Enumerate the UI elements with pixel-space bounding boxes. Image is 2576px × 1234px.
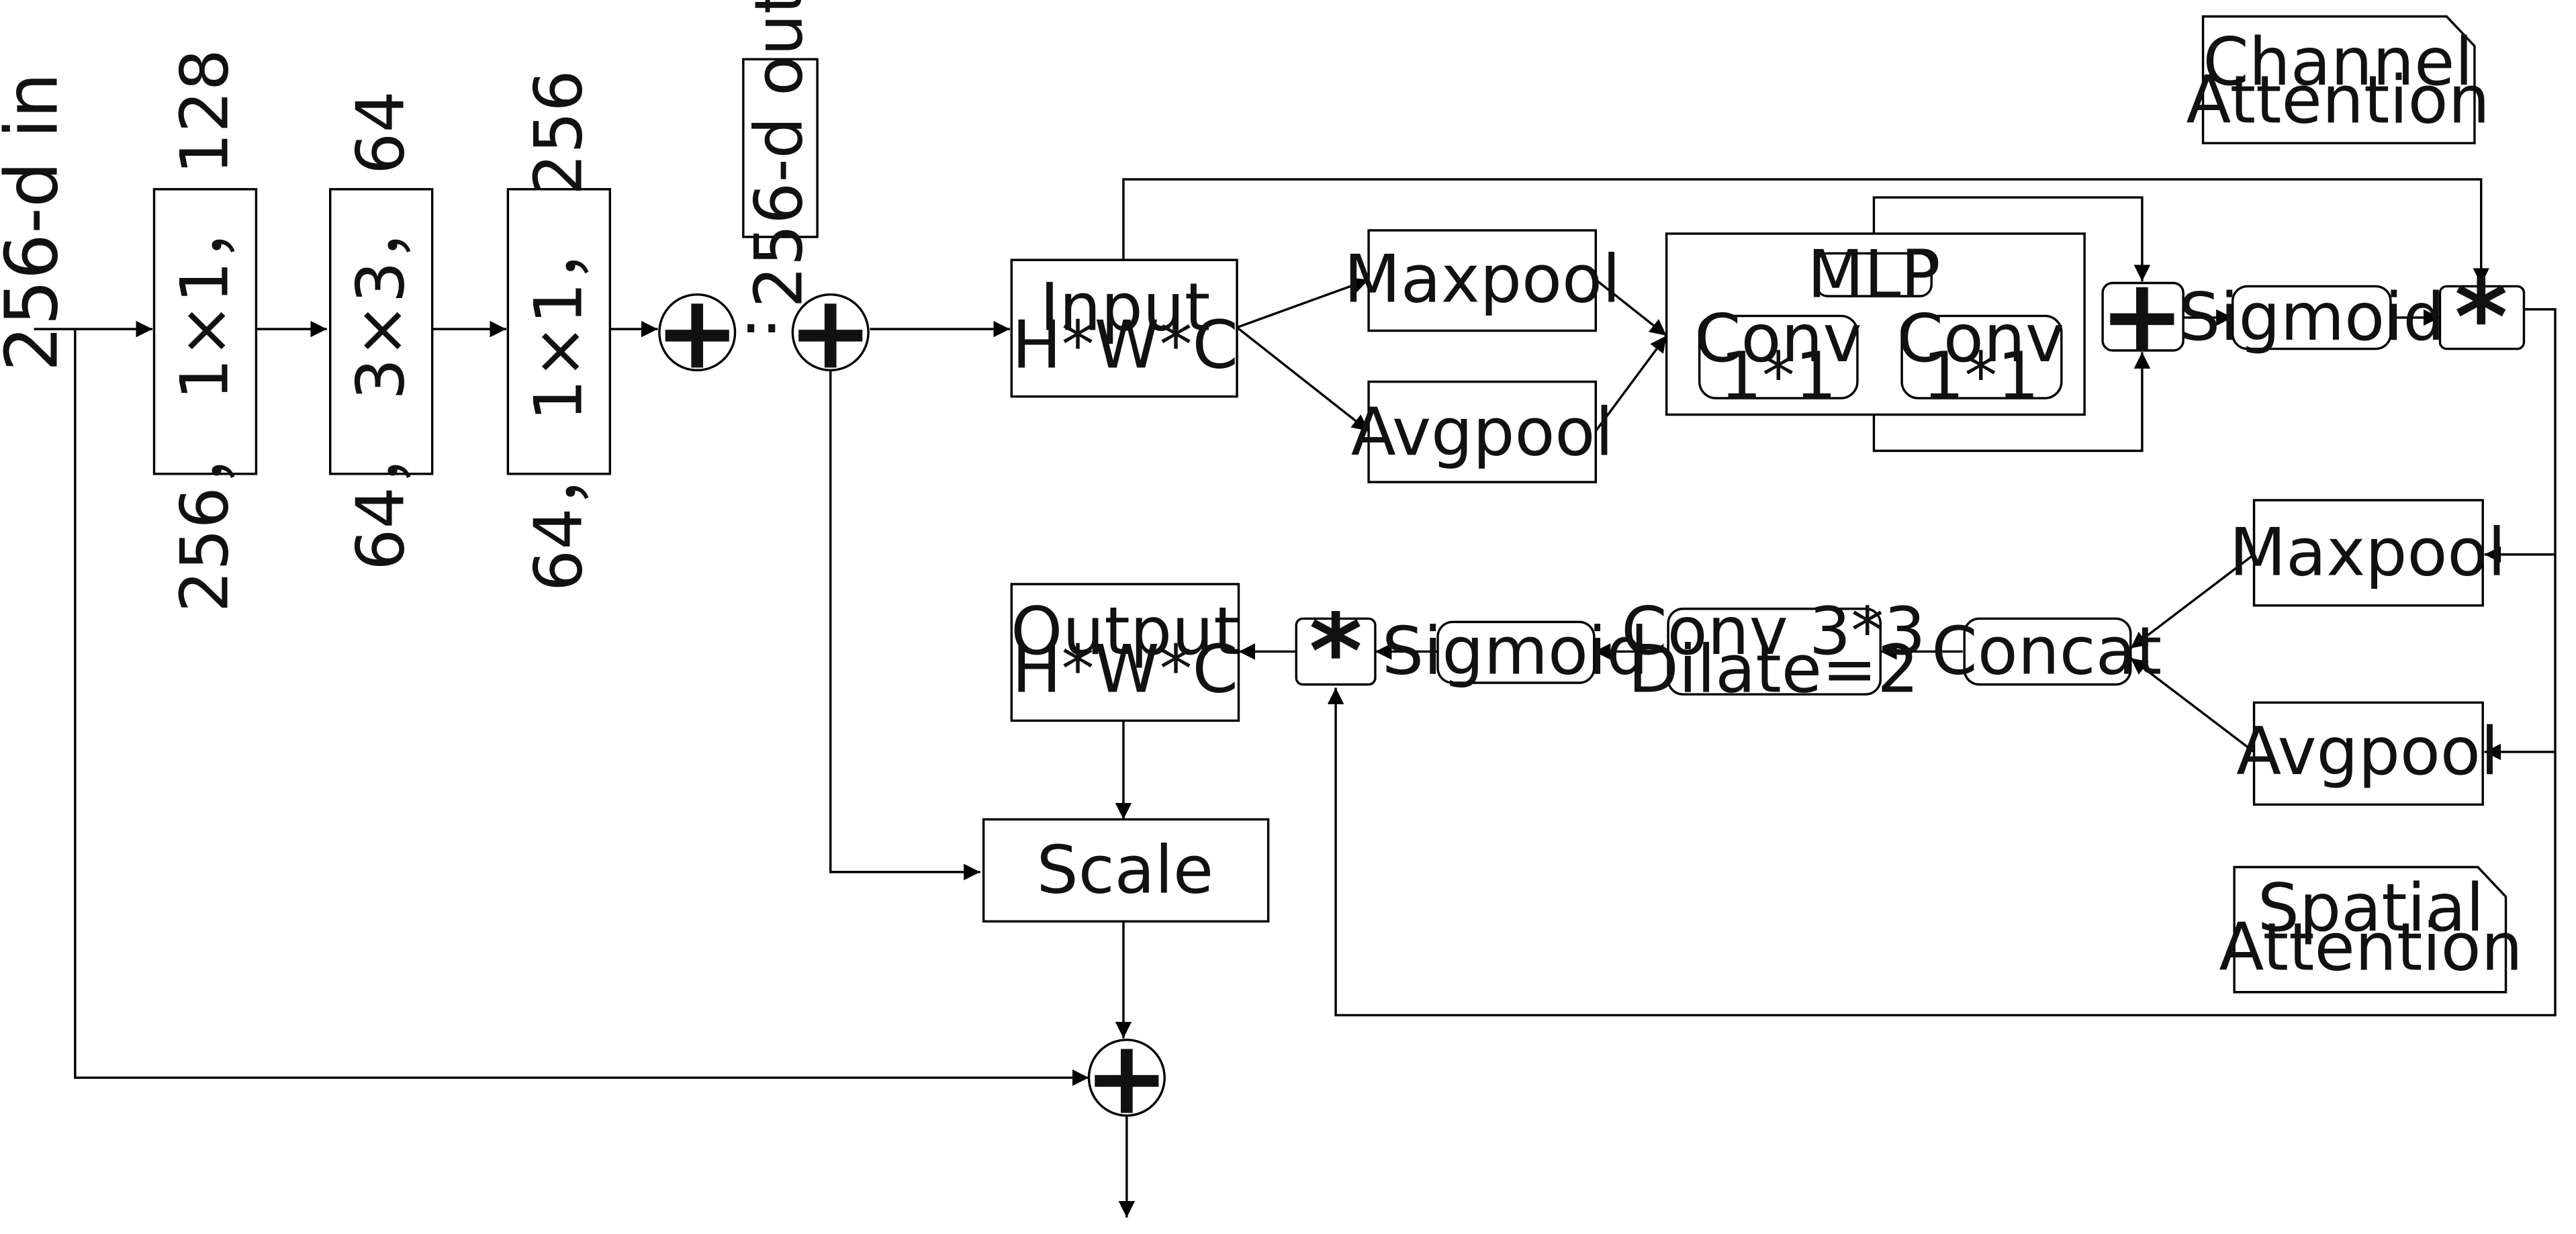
channel-attention-line-1: Channel — [2203, 24, 2473, 101]
channel-maxpool-label: Maxpool — [1344, 242, 1620, 318]
conv-b-box — [1900, 314, 2063, 399]
spatial-avgpool-box: Avgpool — [2236, 701, 2499, 806]
ellipsis-dots: ·· — [741, 291, 782, 367]
bottleneck-label-3: 64， 1×1， 256 — [520, 70, 597, 591]
output-line-1: Output — [1011, 594, 1239, 670]
channel-avgpool-label: Avgpool — [1351, 395, 1614, 471]
plus-icon: + — [788, 273, 873, 392]
plus-icon: + — [2099, 256, 2184, 375]
input-box: Input H*W*C — [1010, 258, 1238, 398]
bottleneck-label-2: 64， 3×3， 64 — [343, 91, 420, 571]
scale-box: Scale — [982, 818, 1270, 923]
spatial-maxpool-box: Maxpool — [2229, 499, 2506, 607]
channel-attention-line-2: Attention — [2186, 62, 2489, 138]
spatial-attention-line-2: Attention — [2219, 910, 2522, 986]
final-add-node: + — [1084, 1018, 1169, 1137]
dilated-conv-line-2: Dilate=2 — [1628, 631, 1919, 708]
conv-a-line-1: Conv — [1695, 301, 1862, 377]
concat-box: Concat — [1931, 613, 2162, 690]
bottleneck-block-3: 64， 1×1， 256 — [506, 70, 612, 591]
spatial-sigmoid-box: Sigmoid — [1382, 613, 1649, 690]
spatial-attention-line-1: Spatial — [2258, 870, 2484, 947]
input-label: 256-d in — [0, 73, 75, 372]
conv-a-box — [1698, 314, 1859, 399]
channel-multiply-node: * — [2438, 258, 2526, 377]
output-box: Output H*W*C — [1010, 583, 1240, 722]
spatial-attention-label: Spatial Attention — [2219, 865, 2523, 994]
channel-sigmoid-label: Sigmoid — [2178, 279, 2445, 356]
add-node-1: + — [655, 273, 740, 392]
channel-sigmoid-box: Sigmoid — [2178, 279, 2445, 356]
output-dim-box: 256-d out — [741, 0, 819, 308]
dilated-conv-line-1: Conv 3*3 — [1621, 594, 1925, 670]
dilated-conv-box: Conv 3*3 Dilate=2 — [1621, 594, 1925, 708]
spatial-avgpool-label: Avgpool — [2236, 714, 2499, 790]
output-line-2: H*W*C — [1012, 631, 1238, 708]
multiply-icon: * — [1309, 592, 1362, 711]
mlp-label: MLP — [1807, 236, 1940, 313]
conv-b-line-2: 1*1 — [1923, 338, 2039, 415]
scale-label: Scale — [1037, 832, 1214, 908]
bottleneck-label-1: 256， 1×1， 128 — [167, 49, 243, 612]
bottleneck-block-1: 256， 1×1， 128 — [152, 49, 258, 612]
add-node-2: + — [788, 273, 873, 392]
channel-add-node: + — [2099, 256, 2184, 375]
multiply-icon: * — [2454, 258, 2508, 377]
input-line-1: Input — [1040, 269, 1210, 346]
channel-maxpool-box: Maxpool — [1344, 229, 1620, 332]
conv-b-line-1: Conv — [1897, 301, 2064, 377]
spatial-maxpool-label: Maxpool — [2229, 514, 2506, 591]
conv-a-line-2: 1*1 — [1720, 338, 1837, 415]
plus-icon: + — [1084, 1018, 1169, 1137]
bottleneck-block-2: 64， 3×3， 64 — [328, 91, 434, 571]
mlp-block: MLP Conv 1*1 Conv 1*1 — [1665, 232, 2086, 416]
output-dim-label: 256-d out — [741, 0, 818, 308]
channel-attention-label: Channel Attention — [2186, 15, 2490, 144]
channel-avgpool-box: Avgpool — [1351, 380, 1614, 483]
spatial-sigmoid-label: Sigmoid — [1382, 613, 1649, 690]
concat-label: Concat — [1931, 613, 2162, 690]
plus-icon: + — [655, 273, 740, 392]
spatial-multiply-node: * — [1295, 592, 1377, 711]
input-line-2: H*W*C — [1012, 307, 1238, 384]
